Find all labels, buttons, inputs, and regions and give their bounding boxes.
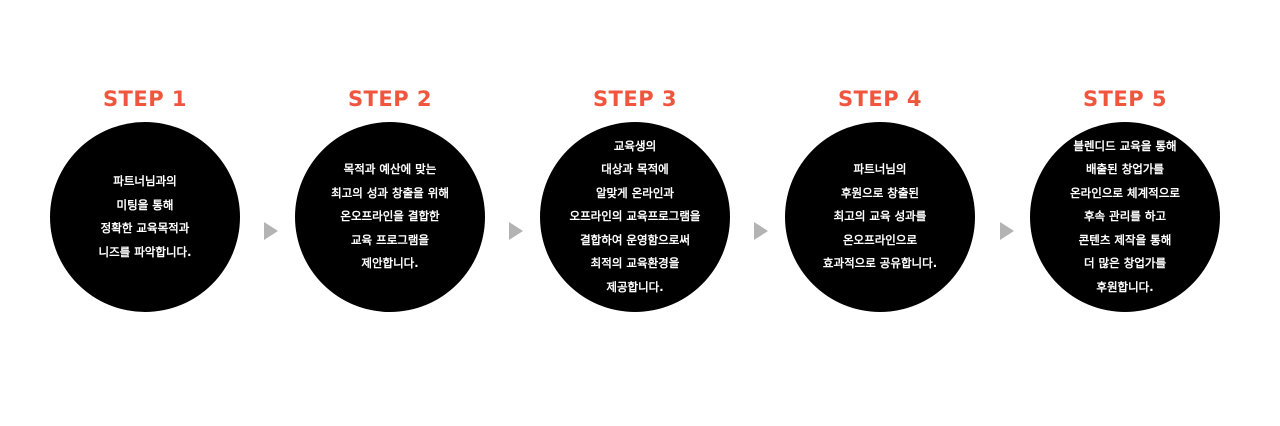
step-circle: 블렌디드 교육을 통해 배출된 창업가를 온라인으로 체계적으로 후속 관리를 … bbox=[1030, 122, 1220, 312]
step-text-line: 효과적으로 공유합니다. bbox=[822, 256, 938, 271]
arrow-right-icon bbox=[1000, 222, 1014, 240]
step-text-line: 오프라인의 교육프로그램을 bbox=[569, 209, 701, 224]
step-text-line: 교육 프로그램을 bbox=[350, 232, 430, 247]
step-text-line: 후속 관리를 하고 bbox=[1083, 209, 1167, 224]
step-circle: 파트너님의 후원으로 창출된 최고의 교육 성과를 온오프라인으로 효과적으로 … bbox=[785, 122, 975, 312]
arrow-right-icon bbox=[509, 222, 523, 240]
step-text-line: 온오프라인을 결합한 bbox=[340, 209, 440, 224]
step-text-line: 온라인으로 체계적으로 bbox=[1070, 185, 1180, 200]
step-text-line: 대상과 목적에 bbox=[601, 162, 669, 177]
step-circle: 교육생의 대상과 목적에 알맞게 온라인과 오프라인의 교육프로그램을 결합하여… bbox=[540, 122, 730, 312]
step-circle: 목적과 예산에 맞는 최고의 성과 창출을 위해 온오프라인을 결합한 교육 프… bbox=[295, 122, 485, 312]
step-text-line: 최고의 교육 성과를 bbox=[833, 209, 927, 224]
step-text-line: 배출된 창업가를 bbox=[1085, 162, 1165, 177]
step-title: STEP 1 bbox=[102, 87, 188, 111]
step-text-line: 제공합니다. bbox=[606, 279, 664, 294]
step-text-line: 알맞게 온라인과 bbox=[595, 185, 675, 200]
step-text-line: 미팅을 통해 bbox=[116, 197, 174, 212]
step-text-line: 교육생의 bbox=[613, 138, 657, 153]
step-text-line: 니즈를 파악합니다. bbox=[98, 244, 192, 259]
step-text-line: 파트너님과의 bbox=[113, 174, 177, 188]
step-text-line: 후원합니다. bbox=[1096, 279, 1154, 294]
step-text-line: 최고의 성과 창출을 위해 bbox=[331, 185, 449, 200]
step-text-line: 제안합니다. bbox=[361, 256, 419, 271]
step-text-line: 목적과 예산에 맞는 bbox=[343, 162, 437, 177]
step-text-line: 후원으로 창출된 bbox=[840, 185, 920, 200]
step-circle: 파트너님과의 미팅을 통해 정확한 교육목적과 니즈를 파악합니다. bbox=[50, 122, 240, 312]
arrow-right-icon bbox=[264, 222, 278, 240]
step-text-line: 최적의 교육환경을 bbox=[590, 256, 680, 271]
step-text-line: 정확한 교육목적과 bbox=[100, 221, 190, 235]
step-text-line: 더 많은 창업가를 bbox=[1083, 256, 1167, 271]
step-title: STEP 4 bbox=[837, 87, 923, 111]
step-text-line: 콘텐츠 제작을 통해 bbox=[1078, 232, 1172, 247]
step-title: STEP 5 bbox=[1082, 87, 1168, 111]
arrow-right-icon bbox=[754, 222, 768, 240]
step-text-line: 블렌디드 교육을 통해 bbox=[1073, 138, 1177, 153]
step-title: STEP 3 bbox=[592, 87, 678, 111]
step-text-line: 온오프라인으로 bbox=[842, 232, 918, 247]
step-text-line: 결합하여 운영함으로써 bbox=[580, 232, 690, 247]
step-text-line: 파트너님의 bbox=[853, 162, 907, 177]
step-title: STEP 2 bbox=[347, 87, 433, 111]
